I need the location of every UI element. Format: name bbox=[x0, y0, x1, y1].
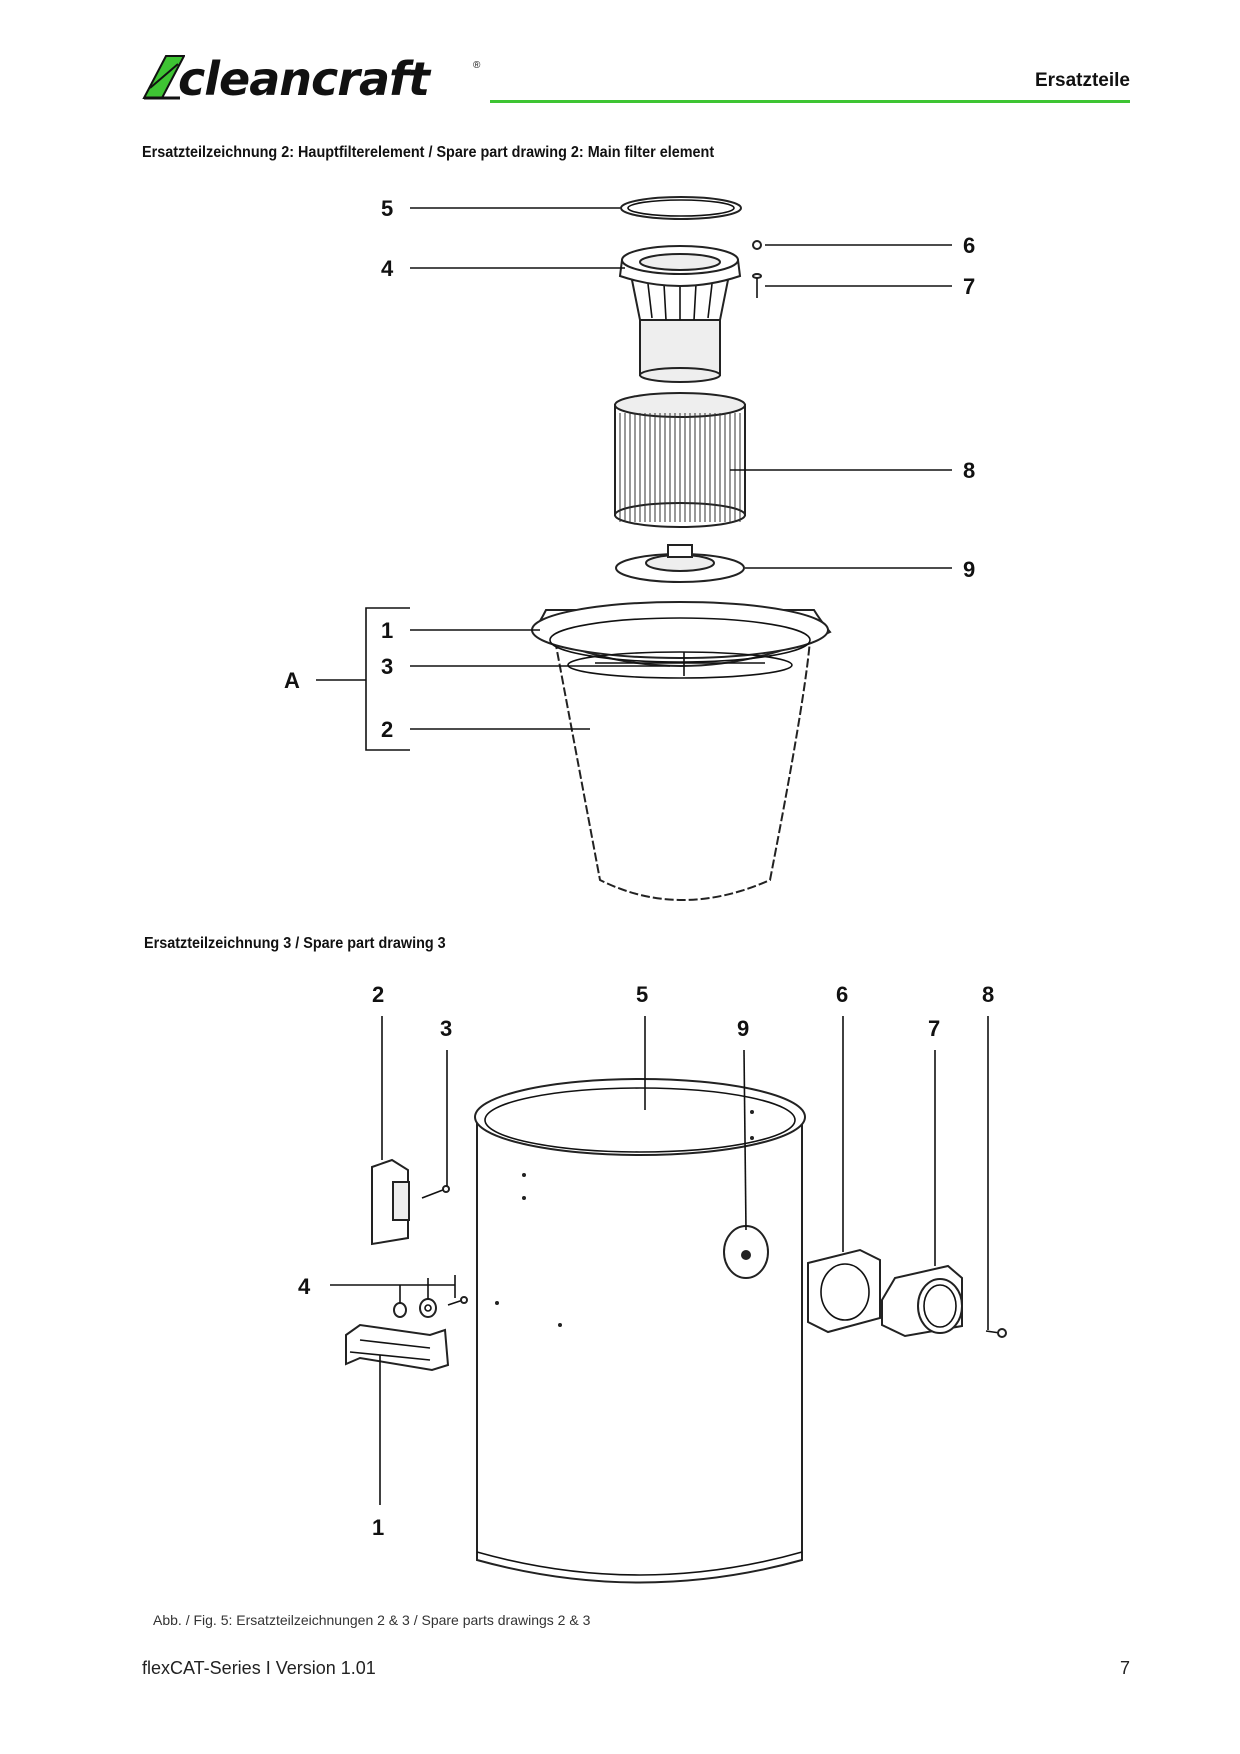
label-d3-3: 3 bbox=[440, 1016, 452, 1041]
label-d2-7: 7 bbox=[963, 274, 975, 299]
label-d3-2: 2 bbox=[372, 982, 384, 1007]
brand-logo-icon bbox=[142, 55, 185, 100]
label-d3-6: 6 bbox=[836, 982, 848, 1007]
drawing3-caption: Ersatzteilzeichnung 3 / Spare part drawi… bbox=[144, 935, 446, 952]
latch-pin bbox=[421, 1185, 450, 1199]
header-divider bbox=[490, 100, 1130, 103]
label-d2-4: 4 bbox=[381, 256, 394, 281]
fastener-set bbox=[393, 1296, 468, 1318]
label-d2-9: 9 bbox=[963, 557, 975, 582]
nut-part bbox=[752, 240, 762, 250]
socket-bolt bbox=[985, 1328, 1007, 1338]
latch-bracket bbox=[371, 1158, 410, 1246]
drawing2-illustration: 5 4 6 7 8 9 1 3 A 2 bbox=[284, 196, 975, 901]
footer-page-number: 7 bbox=[1119, 1658, 1130, 1678]
section-title: Ersatzteile bbox=[1034, 70, 1130, 91]
drawing2-caption: Ersatzteilzeichnung 2: Hauptfilterelemen… bbox=[142, 144, 715, 161]
label-d2-5: 5 bbox=[381, 196, 393, 221]
screw-part bbox=[752, 273, 762, 298]
gasket-ring-inner bbox=[627, 199, 735, 217]
filter-holder bbox=[618, 245, 742, 383]
filter-bag-assembly bbox=[531, 601, 832, 901]
pleated-filter-cartridge bbox=[614, 392, 746, 528]
label-d2-1: 1 bbox=[381, 618, 393, 643]
inlet-socket bbox=[881, 1264, 963, 1338]
footer-document-version: flexCAT-Series I Version 1.01 bbox=[142, 1658, 376, 1678]
label-d3-4: 4 bbox=[298, 1274, 311, 1299]
label-d3-1: 1 bbox=[372, 1515, 384, 1540]
label-d2-3: 3 bbox=[381, 654, 393, 679]
cover-disc bbox=[723, 1225, 769, 1279]
brand-registered-mark: ® bbox=[473, 60, 481, 71]
label-d2-8: 8 bbox=[963, 458, 975, 483]
filter-base-plate bbox=[615, 544, 745, 583]
label-d3-7: 7 bbox=[928, 1016, 940, 1041]
label-d3-5: 5 bbox=[636, 982, 648, 1007]
label-d2-6: 6 bbox=[963, 233, 975, 258]
label-d3-9: 9 bbox=[737, 1016, 749, 1041]
label-d3-8: 8 bbox=[982, 982, 994, 1007]
drawing3-illustration: 2 5 6 8 3 9 7 4 1 bbox=[298, 982, 1007, 1584]
push-handle bbox=[345, 1323, 450, 1372]
inlet-flange bbox=[807, 1248, 881, 1334]
brand-logo-text: cleancraft bbox=[178, 52, 430, 106]
container-drum bbox=[474, 1078, 806, 1584]
label-d2-2: 2 bbox=[381, 717, 393, 742]
label-d2-A: A bbox=[284, 668, 300, 693]
figure-caption: Abb. / Fig. 5: Ersatzteilzeichnungen 2 &… bbox=[153, 1612, 591, 1628]
gasket-ring bbox=[620, 196, 742, 220]
